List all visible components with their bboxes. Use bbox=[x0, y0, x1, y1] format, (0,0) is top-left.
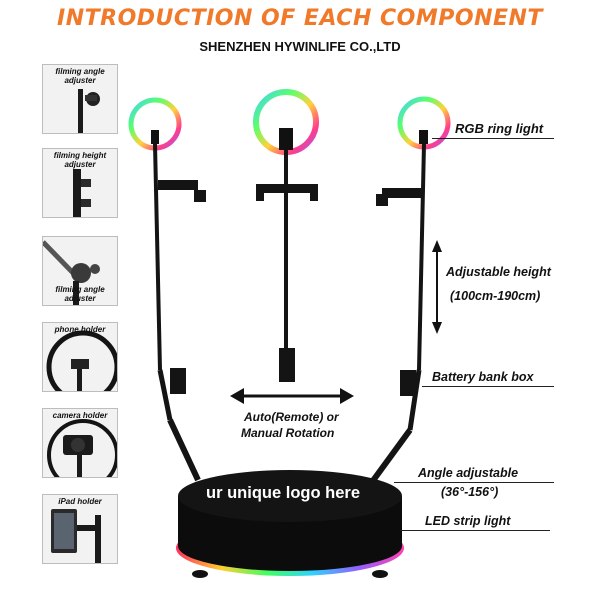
height-arrow-icon bbox=[432, 240, 442, 334]
page-title: INTRODUCTION OF EACH COMPONENT bbox=[57, 6, 543, 31]
thumbnail-phone-holder: phone holder bbox=[42, 322, 118, 392]
right-pole bbox=[369, 143, 426, 484]
camera-holder-photo bbox=[43, 409, 117, 477]
angle-callout-line bbox=[394, 482, 554, 483]
angle-adjuster-photo-2 bbox=[43, 237, 117, 305]
battery-callout-line bbox=[422, 386, 554, 387]
company-name: SHENZHEN HYWINLIFE CO.,LTD bbox=[199, 39, 401, 54]
thumbnail-caption: filming height adjuster bbox=[53, 151, 107, 169]
label-ring-light: RGB ring light bbox=[455, 121, 544, 136]
platform-logo-text: ur unique logo here bbox=[206, 484, 361, 502]
ring-light-left bbox=[128, 97, 182, 151]
thumbnail-ipad-holder: iPad holder bbox=[42, 494, 118, 564]
label-rotation-line2: Manual Rotation bbox=[241, 426, 335, 440]
ipad-holder-photo bbox=[43, 495, 117, 563]
thumbnail-caption: filming angle adjuster bbox=[55, 67, 105, 85]
label-angle-range: (36°-156°) bbox=[441, 485, 499, 499]
phone-holder-photo bbox=[43, 323, 117, 391]
label-angle-adjustable: Angle adjustable bbox=[418, 466, 519, 480]
label-battery-box: Battery bank box bbox=[432, 370, 534, 384]
thumbnail-caption: filming angle adjuster bbox=[55, 285, 105, 303]
thumbnail-filming-height-adjuster: filming height adjuster bbox=[42, 148, 118, 218]
ring-light-right bbox=[397, 96, 451, 150]
thumbnail-caption: camera holder bbox=[52, 411, 108, 420]
thumbnail-filming-angle-adjuster-2: filming angle adjuster bbox=[42, 236, 118, 306]
left-pole bbox=[153, 143, 206, 482]
angle-adjuster-photo-1 bbox=[43, 65, 117, 133]
rotating-platform bbox=[176, 470, 404, 578]
label-height-range: (100cm-190cm) bbox=[450, 289, 541, 303]
led-callout-line bbox=[400, 530, 550, 531]
ring-light-center bbox=[253, 89, 319, 155]
thumbnail-caption: iPad holder bbox=[58, 497, 102, 506]
height-adjuster-photo bbox=[43, 149, 117, 217]
center-pole bbox=[256, 150, 318, 382]
label-led-strip: LED strip light bbox=[425, 514, 511, 528]
thumbnail-camera-holder: camera holder bbox=[42, 408, 118, 478]
ring-light-callout-line bbox=[432, 138, 554, 139]
rotation-arrow-icon bbox=[230, 388, 354, 404]
thumbnail-caption: phone holder bbox=[54, 325, 106, 334]
thumbnail-filming-angle-adjuster-1: filming angle adjuster bbox=[42, 64, 118, 134]
label-rotation-line1: Auto(Remote) or bbox=[244, 410, 339, 424]
label-adjustable-height: Adjustable height bbox=[446, 265, 551, 279]
